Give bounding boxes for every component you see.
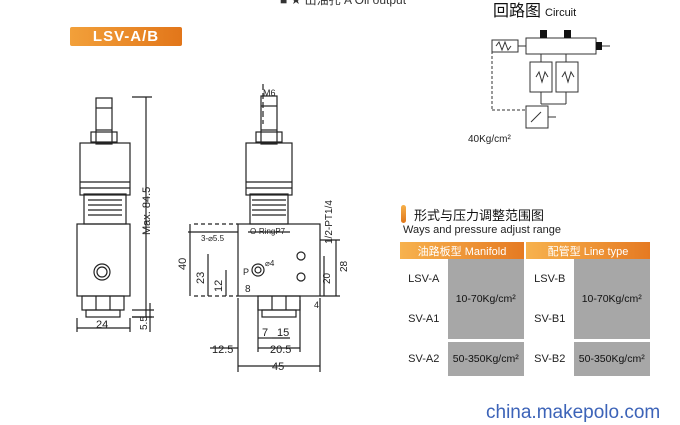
dim-phi4: ⌀4 [265,259,275,268]
side-stem [260,95,278,145]
ways-subtitle: Ways and pressure adjust range [403,224,561,236]
p-port-label: P [243,267,249,277]
ways-title: 形式与压力调整范围图 [414,208,545,223]
dim-port-pt: 1/2-PT1/4 [324,200,335,244]
table-cell-model: SV-A2 [400,342,448,376]
dim-12: 12 [213,280,225,292]
circuit-title-en: Circuit [545,7,577,19]
side-p-port [251,263,265,277]
front-stem [95,97,113,145]
table-cell-range: 50-350Kg/cm² [447,342,525,376]
table-cell-model: LSV-A [400,259,448,299]
dim-5-5: 5.5 [139,316,150,330]
front-nut-top [90,131,118,143]
table-cell-range: 10-70Kg/cm² [447,259,525,339]
front-block [76,223,131,297]
dim-45: 45 [272,361,284,373]
front-port [93,263,111,281]
section-bullet-icon [401,205,406,223]
table-cell-range: 10-70Kg/cm² [573,259,650,339]
dim-r4: 4 [314,300,319,310]
dim-holes: 3-⌀5.5 [201,234,225,243]
dim-20-5: 20.5 [270,344,291,356]
front-neck [83,193,127,225]
side-body [245,142,293,196]
dim-12-5: 12.5 [212,344,233,356]
table-cell-model: SV-A1 [400,299,448,339]
table-head-line: 配管型 Line type [523,242,650,259]
dim-max-length: Max. 84.5 [141,187,153,235]
dim-thread-m6: M6 [263,88,276,98]
dim-7: 7 [262,327,268,339]
circuit-title-cn: 回路图 [493,3,542,20]
table-cell-range: 50-350Kg/cm² [573,342,650,376]
dim-23: 23 [195,272,207,284]
technical-drawing: Max. 84.5 24 5.5 M6 1/2-PT1/4 3-⌀5.5 O-R… [76,84,350,373]
table-head-manifold: 油路板型 Manifold [400,242,525,259]
dim-r28: 28 [339,260,350,272]
header-partial-text: ■ ★ 出油孔 A Oil output [280,0,407,7]
pressure-range-table: 油路板型 Manifold 配管型 Line type LSV-A 10-70K… [400,242,650,376]
table-cell-model: SV-B1 [523,299,574,339]
site-watermark: china.makepolo.com [486,402,661,423]
dim-8: 8 [245,284,251,295]
table-cell-model: SV-B2 [523,342,574,376]
front-nut-bottom [81,295,125,311]
circuit-pressure: 40Kg/cm² [468,134,511,145]
table-cell-model: LSV-B [523,259,574,299]
dim-r20: 20 [322,272,333,284]
circuit-diagram [491,30,610,129]
dim-40: 40 [177,258,189,270]
dim-15: 15 [277,327,289,339]
front-body [79,142,131,196]
dim-oring: O-RingP7 [250,227,286,236]
model-tag: LSV-A/B [70,27,182,46]
dim-24: 24 [96,319,108,331]
